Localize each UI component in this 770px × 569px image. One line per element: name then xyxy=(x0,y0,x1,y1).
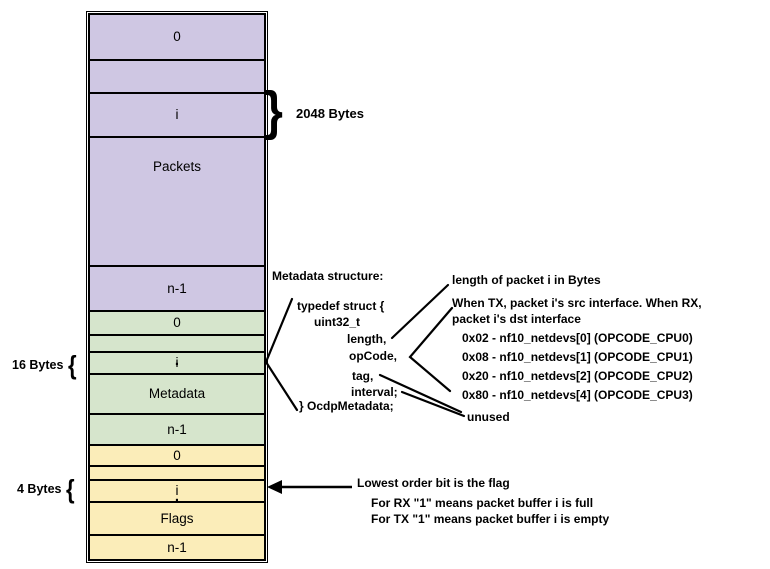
metadata-row-blank xyxy=(90,336,264,353)
packets-row-0-label: 0 xyxy=(173,29,181,45)
struct-field-length: length, xyxy=(347,332,387,346)
flags-row-blank xyxy=(90,467,264,481)
flags-size-brace: { xyxy=(66,474,75,504)
metadata-row-0-label: 0 xyxy=(173,315,181,331)
unused-note: unused xyxy=(467,410,510,424)
flag-note-line1: Lowest order bit is the flag xyxy=(357,476,510,490)
struct-close-line: } OcdpMetadata; xyxy=(299,399,394,413)
packets-row-n-1-label: n-1 xyxy=(167,280,187,296)
flags-row-n-1-label: n-1 xyxy=(167,539,187,555)
opcode-value-cpu3: 0x80 - nf10_netdevs[4] (OPCODE_CPU3) xyxy=(462,388,693,402)
metadata-size-brace: { xyxy=(68,350,77,380)
length-connector xyxy=(390,283,450,340)
opcode-note-line2: packet i's dst interface xyxy=(452,312,581,326)
packets-section-label: Packets xyxy=(152,159,202,174)
flag-note-line3: For TX "1" means packet buffer i is empt… xyxy=(371,512,610,526)
metadata-continuation-dot: . xyxy=(174,355,180,369)
flags-size-label: 4 Bytes xyxy=(17,482,62,496)
flags-section-label: Flags xyxy=(160,510,194,526)
struct-field-opcode: opCode, xyxy=(349,349,397,363)
packets-section-label-row: Packets xyxy=(90,138,264,267)
opcode-value-cpu2: 0x20 - nf10_netdevs[2] (OPCODE_CPU2) xyxy=(462,369,693,383)
opcode-value-list: 0x02 - nf10_netdevs[0] (OPCODE_CPU0) 0x0… xyxy=(462,331,693,407)
opcode-connector xyxy=(408,306,454,393)
struct-type-line: uint32_t xyxy=(314,315,361,329)
struct-field-tag: tag, xyxy=(352,369,374,383)
flag-note-line2: For RX "1" means packet buffer i is full xyxy=(371,496,594,510)
flags-row-i: i xyxy=(90,481,264,503)
packets-row-0: 0 xyxy=(90,15,264,61)
metadata-section-label: Metadata xyxy=(148,386,206,402)
flags-row-0: 0 xyxy=(90,446,264,467)
packets-row-i-label: i xyxy=(175,107,179,123)
flags-continuation-dot: . xyxy=(174,491,180,505)
metadata-row-n-1-label: n-1 xyxy=(167,421,187,437)
metadata-row-n-1: n-1 xyxy=(90,415,264,446)
flags-section-label-row: Flags xyxy=(90,503,264,536)
memory-table: 0 i Packets n-1 0 i Metadata n-1 0 i Fla… xyxy=(86,11,268,563)
flags-row-n-1: n-1 xyxy=(90,536,264,559)
metadata-size-label: 16 Bytes xyxy=(12,358,64,372)
flags-row-0-label: 0 xyxy=(173,447,181,463)
metadata-row-i-label: i xyxy=(175,355,179,371)
packets-row-n-1: n-1 xyxy=(90,267,264,312)
metadata-section-label-row: Metadata xyxy=(90,375,264,415)
struct-typedef-line: typedef struct { xyxy=(297,299,385,313)
struct-note-title: Metadata structure: xyxy=(272,269,384,283)
opcode-value-cpu1: 0x08 - nf10_netdevs[1] (OPCODE_CPU1) xyxy=(462,350,693,364)
struct-field-interval: interval; xyxy=(351,385,398,399)
packets-row-i: i xyxy=(90,94,264,138)
opcode-note-line1: When TX, packet i's src interface. When … xyxy=(452,296,702,310)
packet-size-brace: } xyxy=(265,81,283,141)
flags-row-i-label: i xyxy=(175,483,179,499)
length-note: length of packet i in Bytes xyxy=(452,273,601,287)
metadata-struct-connector xyxy=(264,297,299,412)
metadata-row-i: i xyxy=(90,353,264,375)
packets-row-blank xyxy=(90,61,264,94)
interval-connector xyxy=(400,390,466,418)
metadata-row-0: 0 xyxy=(90,312,264,336)
flag-arrow-head xyxy=(267,480,282,494)
opcode-value-cpu0: 0x02 - nf10_netdevs[0] (OPCODE_CPU0) xyxy=(462,331,693,345)
packet-size-label: 2048 Bytes xyxy=(296,106,364,121)
